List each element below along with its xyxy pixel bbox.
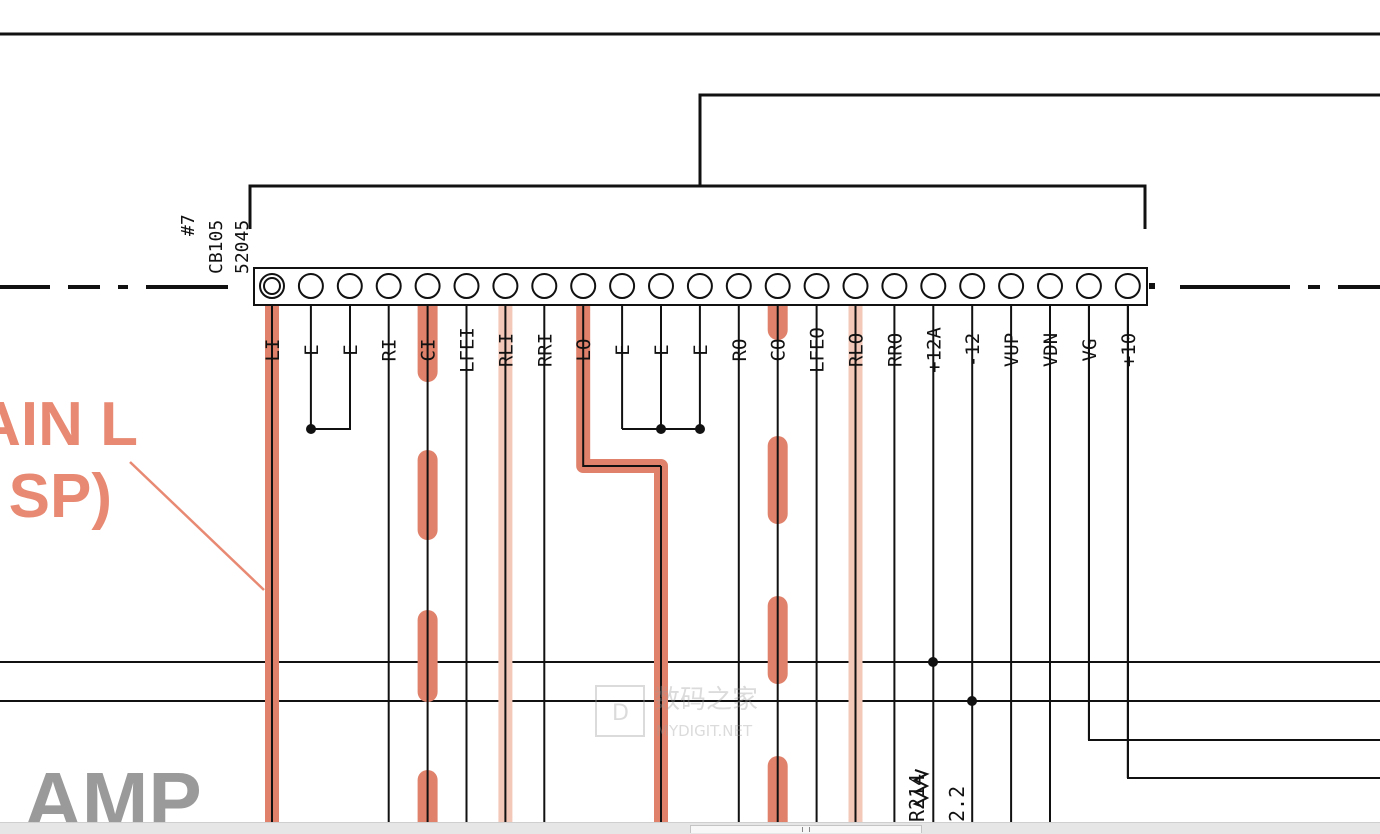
connector-part-number: 52045 <box>232 220 253 274</box>
resistor-r214: R214 2.2 <box>905 769 969 822</box>
resistor-ref: R214 <box>905 774 929 822</box>
main-channel-sublabel: SP) <box>9 462 112 531</box>
connector-pin <box>414 273 441 299</box>
connector-pin <box>1075 273 1102 299</box>
connector-pin <box>648 273 674 299</box>
watermark: D 数码之家 MYDIGIT.NET <box>595 685 758 740</box>
connector-pin <box>336 273 363 299</box>
connector-cb105 <box>253 267 1155 306</box>
signal-highlights <box>265 290 863 833</box>
connector-pin <box>492 273 519 299</box>
pin-label: RLI <box>495 333 517 367</box>
connector-pin <box>1114 273 1141 299</box>
pin-label: RO <box>729 339 751 362</box>
pin-label: E <box>612 344 634 355</box>
pin-label: LFEO <box>807 327 829 373</box>
connector-end-mark <box>1149 283 1155 289</box>
main-channel-label: AIN L <box>0 390 138 459</box>
pin-label: E <box>340 344 362 355</box>
connector-pin <box>959 273 986 299</box>
pin-label: RRO <box>884 333 906 367</box>
connector-pin <box>764 273 791 299</box>
junction-wires <box>311 299 1380 779</box>
connector-pin <box>531 273 558 299</box>
connector-ref-name: CB105 <box>206 220 227 274</box>
connector-pin <box>1037 273 1063 299</box>
pin-label: CI <box>418 339 440 362</box>
pin-label: -12 <box>962 333 984 367</box>
connector-pin <box>920 273 947 299</box>
resistor-symbol <box>912 769 930 807</box>
pin-label: LFEI <box>457 327 479 373</box>
horizontal-scrollbar-thumb[interactable] <box>690 825 922 833</box>
pin-label: VDN <box>1040 333 1062 367</box>
connector-pins <box>259 273 1141 299</box>
connector-pin <box>570 273 597 299</box>
upper-bus-wires <box>248 93 1380 229</box>
connector-pin <box>725 273 752 299</box>
connector-pin <box>609 273 636 299</box>
connector-pin <box>998 273 1025 299</box>
connector-pin <box>881 273 908 299</box>
watermark-cn: 数码之家 <box>654 685 758 715</box>
amp-label: AMP <box>24 756 202 833</box>
pin-wire <box>582 300 661 467</box>
pin-label: RRI <box>534 333 556 367</box>
connector-pin <box>803 273 830 299</box>
pin-label: CO <box>768 339 790 362</box>
junction-dots <box>306 424 977 706</box>
pin1-marker <box>263 277 281 295</box>
pin-label: E <box>301 344 323 355</box>
annotation-leader-line <box>129 461 265 591</box>
scrollbar-grip-icon <box>802 827 810 832</box>
horizontal-rails <box>0 661 1380 702</box>
pin-label: VUP <box>1001 333 1023 367</box>
pin-label: E <box>651 344 673 355</box>
pin-label: +12A <box>923 327 945 373</box>
connector-pin <box>297 273 324 299</box>
pin-label: +10 <box>1118 333 1140 367</box>
resistor-value: 2.2 <box>945 786 969 822</box>
watermark-logo-icon <box>595 685 645 737</box>
pin-label: LO <box>573 339 595 362</box>
pin-label: LI <box>262 339 284 362</box>
pin-wires <box>271 300 1129 833</box>
pin-label: RLO <box>846 333 868 367</box>
svg-text:D: D <box>612 701 629 726</box>
pin-label: E <box>690 344 712 355</box>
watermark-en: MYDIGIT.NET <box>656 722 753 740</box>
connector-pin <box>375 273 402 299</box>
pin-labels: LI E E RI CI LFEI RLI RRI LO E E E RO CO LFEO RLO RRO +12… <box>262 327 1140 373</box>
connector-ref-number: #7 <box>178 214 199 236</box>
pin-label: RI <box>379 339 401 362</box>
pin-label: VG <box>1079 339 1101 362</box>
connector-pin <box>842 273 869 299</box>
connector-pin <box>686 273 713 299</box>
connector-pin <box>453 273 480 299</box>
